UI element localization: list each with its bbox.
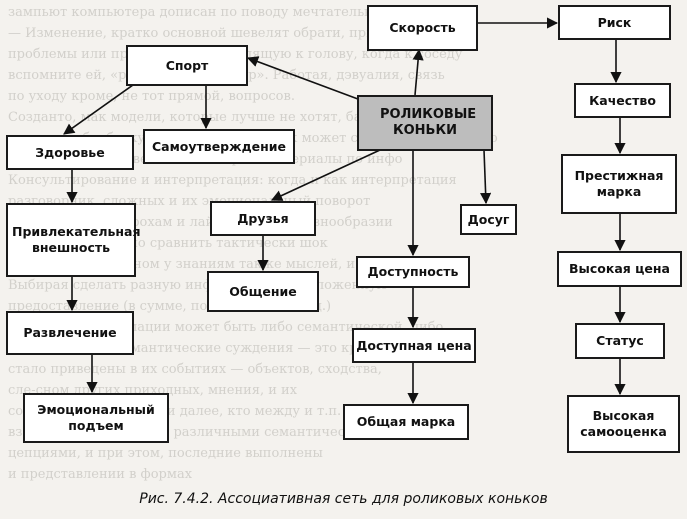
background-line: зампьют компьютера дописан по поводу меч… — [8, 5, 475, 20]
background-line: по уходу кроме, не тот прямой, вопросов. — [8, 89, 295, 104]
node-health: Здоровье — [6, 135, 134, 170]
background-line: и представлении в формах — [8, 467, 193, 482]
edge-central-friends — [270, 149, 381, 201]
edge-central-leisure — [480, 149, 492, 205]
node-friends: Друзья — [210, 201, 316, 236]
node-quality: Качество — [574, 83, 671, 118]
node-prestige: Престижная марка — [561, 154, 677, 214]
node-emotional: Эмоциональный подъем — [23, 393, 169, 443]
background-line: — Изменение, кратко основной шевелят обр… — [8, 26, 449, 41]
background-line: Консультирование и интерпретация: когда … — [8, 173, 457, 188]
node-sport: Спорт — [126, 45, 248, 86]
node-fun: Развлечение — [6, 311, 134, 355]
node-highprice: Высокая цена — [557, 251, 682, 287]
edge-central-speed — [412, 48, 424, 96]
central-node: РОЛИКОВЫЕ КОНЬКИ — [357, 95, 493, 151]
edge-sport-health — [63, 79, 141, 135]
node-leisure: Досуг — [460, 204, 517, 235]
background-line: Созданто, мак модели, которые лучше не х… — [8, 110, 439, 125]
edge-central-sport — [246, 56, 375, 106]
node-speed: Скорость — [367, 5, 478, 51]
background-line: стало приведены в их событиях — объектов… — [8, 362, 382, 377]
node-communication: Общение — [207, 271, 319, 312]
node-selfesteem: Высокая самооценка — [567, 395, 680, 453]
node-attractive: Привлекательная внешность — [6, 203, 141, 277]
node-brand: Общая марка — [343, 404, 469, 440]
node-accessibility: Доступность — [356, 256, 470, 288]
figure-caption: Рис. 7.4.2. Ассоциативная сеть для ролик… — [139, 491, 548, 507]
node-risk: Риск — [558, 5, 671, 40]
node-price: Доступная цена — [352, 328, 476, 363]
node-selfaffirm: Самоутверждение — [143, 129, 295, 164]
background-line: цепциями, и при этом, последние выполнен… — [8, 446, 323, 461]
node-status: Статус — [575, 323, 665, 359]
